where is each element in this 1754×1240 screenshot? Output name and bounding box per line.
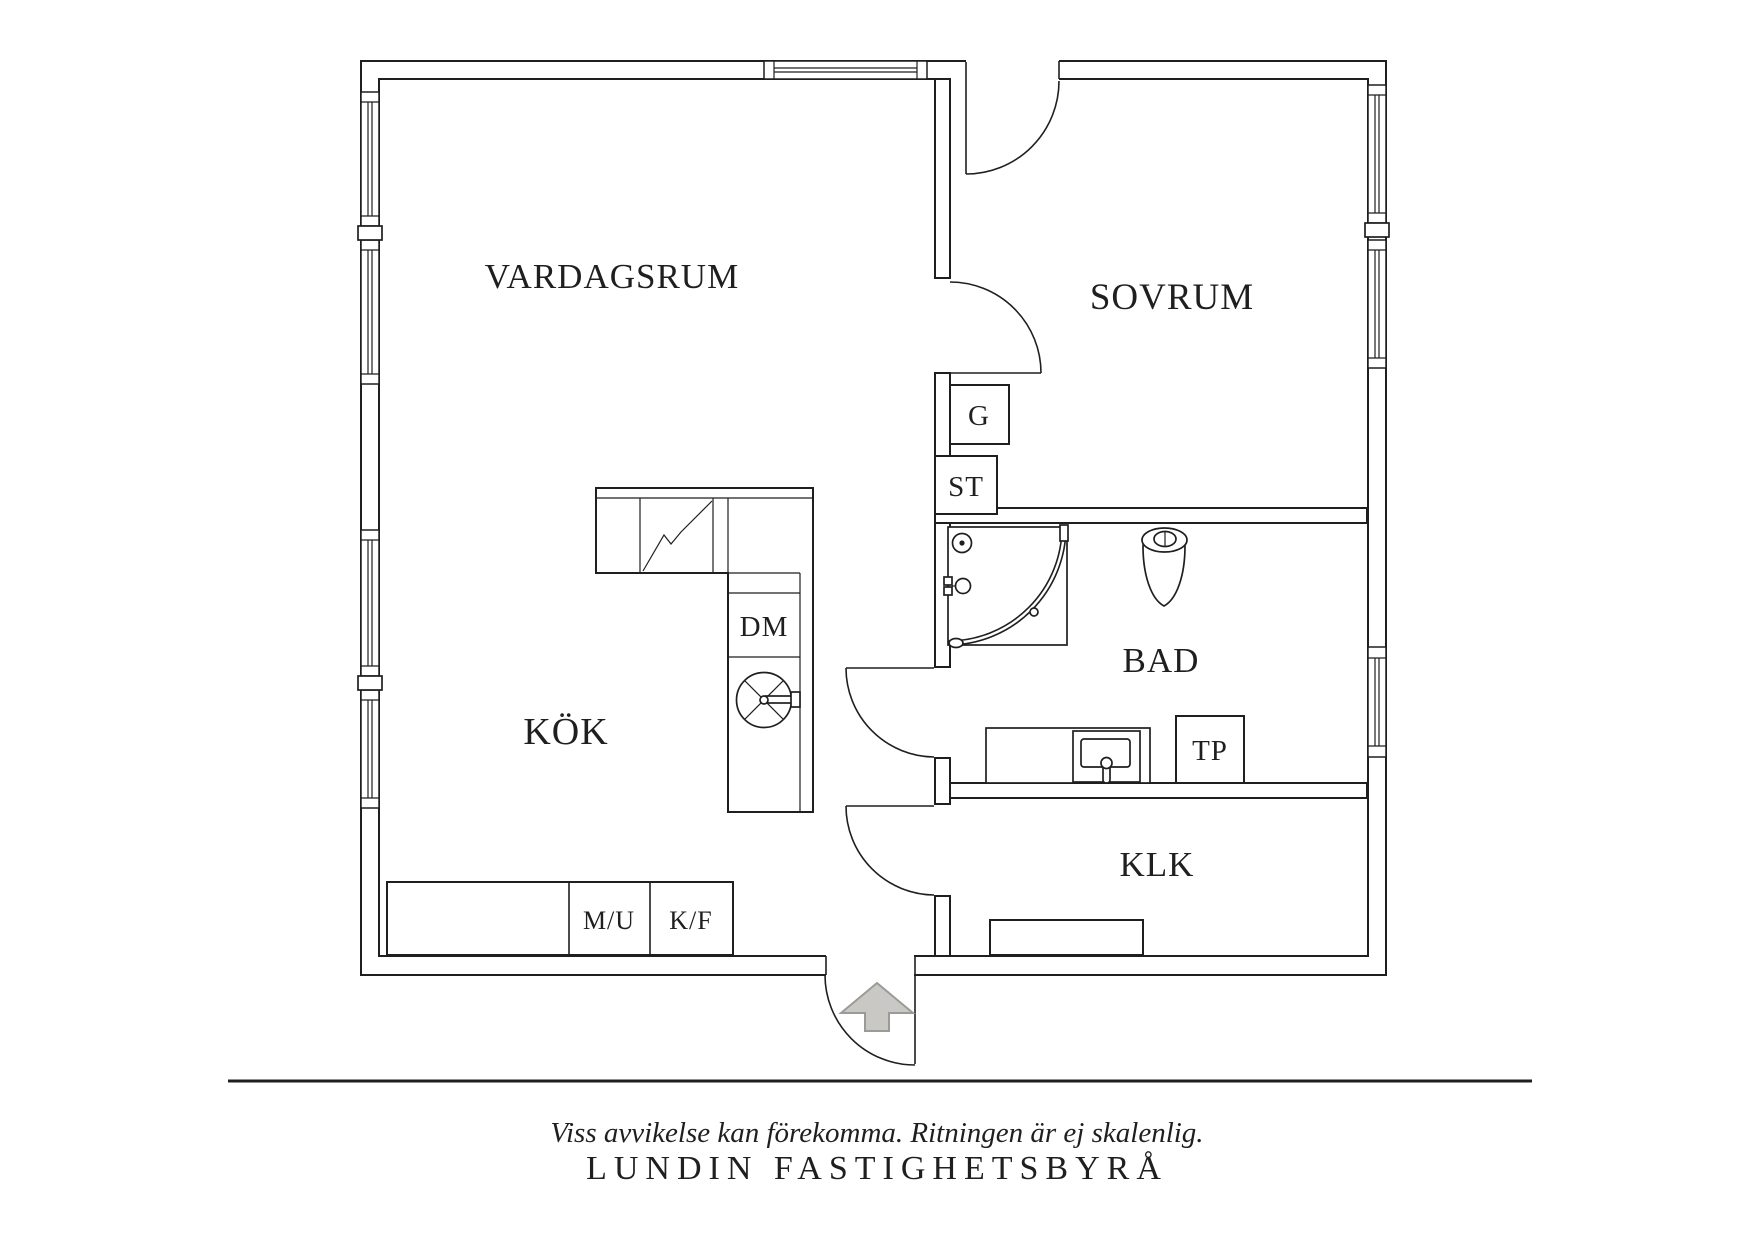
window-icon <box>360 91 380 227</box>
bedroom-label: SOVRUM <box>1090 277 1254 318</box>
wardrobe-box-g <box>949 384 1010 445</box>
bathroom-label: BAD <box>1123 641 1200 680</box>
hall-wall-upper <box>934 78 951 279</box>
bathroom-door-icon <box>845 667 935 758</box>
living-room-label: VARDAGSRUM <box>485 257 739 296</box>
entrance-door-icon <box>824 956 916 1066</box>
kitchen-label: KÖK <box>523 711 608 753</box>
kitchen-fixtures <box>386 487 814 956</box>
closet-label: KLK <box>1120 845 1195 884</box>
brand-text: LUNDIN FASTIGHETSBYRÅ <box>586 1150 1168 1187</box>
closet-door-icon <box>845 805 935 896</box>
window-icon <box>1367 646 1387 758</box>
bathroom-fixtures <box>943 524 1245 784</box>
cleaning-closet-box-st <box>934 455 998 515</box>
window-icon <box>1367 84 1387 224</box>
micro-oven-label: M/U <box>583 906 635 935</box>
window-icon <box>360 689 380 809</box>
windows <box>357 60 1390 809</box>
window-icon <box>1367 239 1387 369</box>
disclaimer-text: Viss avvikelse kan förekomma. Ritningen … <box>550 1117 1203 1149</box>
hall-closets <box>934 384 1010 515</box>
entrance-opening <box>826 954 914 977</box>
hall-wall-stub-1 <box>934 757 951 805</box>
room-labels: VARDAGSRUM SOVRUM KÖK BAD KLK <box>485 257 1254 884</box>
footer: Viss avvikelse kan förekomma. Ritningen … <box>228 1079 1532 1187</box>
window-icon <box>763 60 928 80</box>
wardrobe-label: G <box>968 400 990 432</box>
window-mullion <box>357 675 383 691</box>
window-mullion <box>1364 222 1390 238</box>
entrance-arrow-icon <box>838 981 916 1032</box>
fixture-labels: G ST DM TP M/U K/F <box>583 400 1228 935</box>
window-icon <box>360 239 380 385</box>
sink-icon <box>642 500 713 572</box>
hall-wall-mid-1 <box>934 372 951 457</box>
window-icon <box>360 529 380 677</box>
vanity-sink-icon <box>985 727 1151 784</box>
window-mullion <box>357 225 383 241</box>
kitchen-appliance-row <box>386 881 734 956</box>
balcony-door-icon <box>965 62 1060 175</box>
stove-icon <box>735 671 801 729</box>
hall-wall-stub-2 <box>934 895 951 957</box>
top-door-opening <box>951 59 1059 82</box>
bedroom-door-icon <box>949 281 1042 374</box>
bedroom-bath-wall <box>934 507 1368 524</box>
toilet-icon <box>1141 527 1188 607</box>
closet-shelf <box>989 919 1144 956</box>
bath-closet-wall <box>949 782 1368 799</box>
fridge-freezer-label: K/F <box>669 906 712 935</box>
interior-walls <box>934 78 1368 957</box>
dryer-label: TP <box>1192 735 1228 767</box>
dishwasher-label: DM <box>740 611 789 643</box>
shower-icon <box>943 524 1069 649</box>
cleaning-closet-label: ST <box>948 471 984 503</box>
kitchen-counter <box>595 487 814 813</box>
dryer-box-tp <box>1175 715 1245 784</box>
doors <box>824 62 1060 1066</box>
